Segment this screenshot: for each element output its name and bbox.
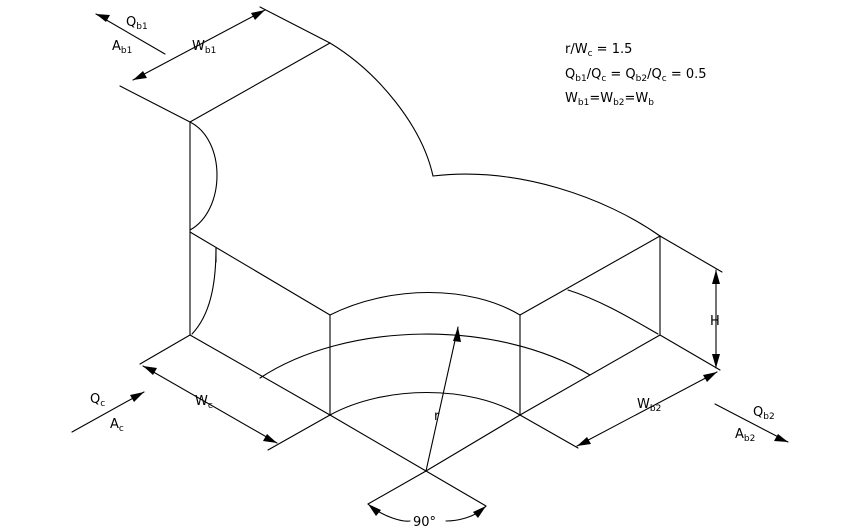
qc-label: Qc <box>90 392 105 409</box>
inlet-inner-arc <box>191 247 217 335</box>
branch1-top-edge <box>189 42 331 123</box>
wb1-arrowhead-a <box>251 10 265 20</box>
wc-label: Wc <box>195 394 213 411</box>
duct-body <box>189 42 661 416</box>
inner-top-curve <box>329 292 521 316</box>
wb1-arrowhead-b <box>133 71 147 80</box>
wb1-label: Wb1 <box>192 39 216 56</box>
center-bottom-edge-left <box>189 334 331 416</box>
center-top-edge-left <box>189 231 331 316</box>
dimension-wc <box>139 334 331 451</box>
angle-label: 90° <box>413 515 436 528</box>
qb1-flow-arrow <box>95 13 166 55</box>
inner-mid-curve <box>259 333 591 379</box>
r-label: r <box>434 409 440 424</box>
wb2-label: Wb2 <box>637 397 661 414</box>
equation-flow-ratio: Qb1/Qc = Qb2/Qc = 0.5 <box>565 67 707 84</box>
ac-label: Ac <box>110 417 124 434</box>
h-label: H <box>710 314 720 329</box>
outer-curve-upper <box>329 42 434 177</box>
dimension-h <box>659 235 723 369</box>
radius-indicator <box>425 326 461 472</box>
right-inner-arc <box>567 289 659 335</box>
ab2-label: Ab2 <box>735 427 755 444</box>
qc-flow-arrow <box>71 391 145 433</box>
dimension-wb2 <box>519 334 721 449</box>
right-top-edge <box>519 235 661 316</box>
qb2-label: Qb2 <box>753 405 775 422</box>
angle-indicator <box>329 414 521 522</box>
right-bottom-edge <box>519 334 661 416</box>
outer-curve-lower <box>432 173 661 237</box>
ab1-label: Ab1 <box>112 39 132 56</box>
inner-bottom-curve <box>329 392 521 416</box>
equation-radius-ratio: r/Wc = 1.5 <box>565 42 632 59</box>
equation-width-equality: Wb1=Wb2=Wb <box>565 91 654 108</box>
qb2-flow-arrow <box>714 403 789 443</box>
branch1-end-arc <box>189 121 218 231</box>
qb1-label: Qb1 <box>126 15 148 32</box>
dimension-wb1 <box>119 6 331 123</box>
